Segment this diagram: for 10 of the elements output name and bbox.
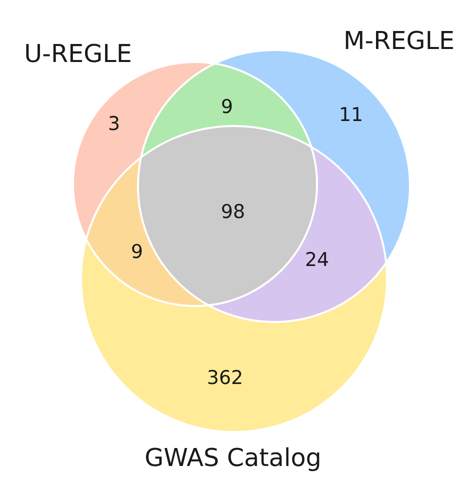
count-label: 98 [222,204,244,218]
set-label: M-REGLE [346,30,453,50]
count-label: 9 [132,244,142,258]
count-label: 11 [341,107,362,121]
set-label: GWAS Catalog [146,447,320,472]
count-label: 362 [208,370,242,384]
set-label: U-REGLE [26,44,130,62]
count-label: 3 [109,116,119,130]
count-label: 9 [222,98,232,114]
count-label: 24 [306,252,328,266]
